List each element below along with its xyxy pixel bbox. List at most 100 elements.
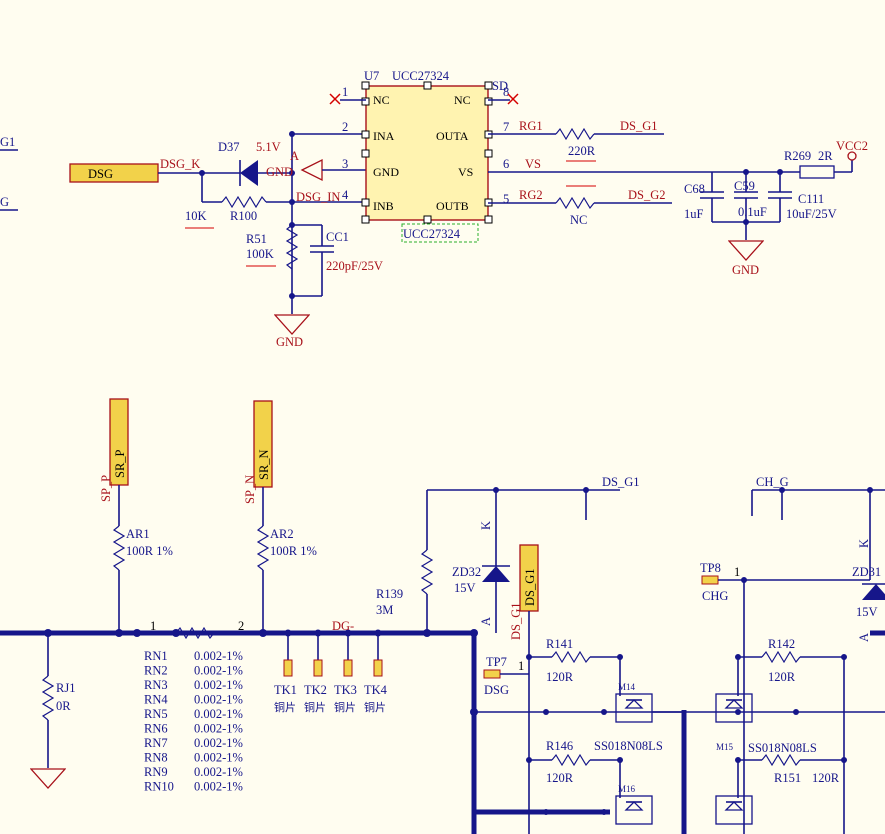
- mosfet-part-1: SS018N08LS: [594, 739, 663, 753]
- svg-text:NC: NC: [373, 93, 390, 107]
- svg-text:2: 2: [238, 619, 244, 633]
- copper-tab-ref: TK4: [364, 683, 388, 697]
- resistor-r141[interactable]: R141 120R: [529, 637, 621, 696]
- net-label-dsg-in: DSG_IN: [296, 190, 340, 204]
- shunt-value: 0.002-1%: [194, 649, 243, 663]
- copper-tab-4[interactable]: TK4 铜片: [364, 629, 388, 715]
- svg-text:5: 5: [503, 192, 509, 206]
- resistor-r100[interactable]: 10K R100: [185, 173, 292, 229]
- copper-tab-ref: TK3: [334, 683, 357, 697]
- svg-text:3M: 3M: [376, 603, 393, 617]
- svg-text:M15: M15: [716, 742, 734, 752]
- svg-text:GND: GND: [266, 165, 293, 179]
- mosfet-m14[interactable]: M14: [615, 682, 684, 723]
- ds-g1-port[interactable]: DS_G1 DS_G1: [509, 544, 539, 640]
- svg-text:RJ1: RJ1: [56, 681, 75, 695]
- left-edge-nets: G1 G: [0, 135, 18, 211]
- svg-text:2: 2: [342, 120, 348, 134]
- svg-text:ZD32: ZD32: [452, 565, 481, 579]
- shunt-ref: RN4: [144, 693, 168, 707]
- zener-d37[interactable]: D37 5.1V: [218, 140, 292, 186]
- resistor-rg1[interactable]: RG1 220R DS_G1: [488, 119, 664, 162]
- svg-text:SD: SD: [492, 79, 508, 93]
- svg-text:R51: R51: [246, 232, 267, 246]
- shunt-value: 0.002-1%: [194, 707, 243, 721]
- copper-tab-value: 铜片: [364, 700, 386, 714]
- svg-text:0R: 0R: [56, 699, 71, 713]
- shunt-ref: RN8: [144, 751, 168, 765]
- svg-text:220pF/25V: 220pF/25V: [326, 259, 383, 273]
- svg-text:120R: 120R: [812, 771, 840, 785]
- copper-tab-3[interactable]: TK3 铜片: [334, 629, 357, 715]
- shunt-ref: RN10: [144, 780, 174, 794]
- shunt-resistor[interactable]: 1 2: [150, 619, 244, 640]
- mosfet-m15[interactable]: M15: [715, 693, 753, 752]
- resistor-r146[interactable]: R146 120R: [529, 739, 621, 798]
- svg-text:CHG: CHG: [702, 589, 728, 603]
- resistor-r142[interactable]: R142 120R: [737, 637, 844, 696]
- sr-n-port[interactable]: SR_N SP_N: [243, 400, 273, 526]
- svg-text:K: K: [857, 539, 871, 548]
- svg-text:100R 1%: 100R 1%: [270, 544, 317, 558]
- svg-text:C111: C111: [798, 192, 824, 206]
- svg-text:A: A: [290, 149, 299, 163]
- svg-text:1: 1: [342, 85, 348, 99]
- svg-text:DS_G1: DS_G1: [523, 568, 537, 606]
- svg-text:100R 1%: 100R 1%: [126, 544, 173, 558]
- svg-text:1: 1: [150, 619, 156, 633]
- zener-zd32[interactable]: ZD32 15V K A: [452, 490, 510, 633]
- capacitor-cc1[interactable]: CC1 220pF/25V: [292, 224, 383, 297]
- mosfet-part-2: SS018N08LS: [748, 741, 817, 755]
- svg-text:UCC27324: UCC27324: [403, 227, 461, 241]
- mosfet-m17[interactable]: [715, 795, 753, 825]
- svg-text:7: 7: [503, 120, 509, 134]
- gnd-symbol-rj1: [30, 768, 66, 789]
- resistor-ar1[interactable]: AR1 100R 1%: [112, 525, 173, 633]
- shunt-ref: RN6: [144, 722, 168, 736]
- resistor-ar2[interactable]: AR2 100R 1%: [256, 525, 317, 633]
- resistor-r269[interactable]: R269 2R VCC2: [784, 139, 868, 179]
- net-label-ch-g: CH_G: [756, 475, 789, 489]
- svg-text:TP8: TP8: [700, 561, 721, 575]
- capacitor-bank[interactable]: C68 1uF C59 0.1uF C111 10uF/25V: [684, 169, 837, 240]
- svg-text:220R: 220R: [568, 144, 596, 158]
- net-label-dg-minus: DG-: [332, 619, 354, 633]
- svg-text:RG2: RG2: [519, 188, 543, 202]
- zener-zd31[interactable]: ZD31 15V K A: [852, 539, 885, 642]
- shunt-value: 0.002-1%: [194, 780, 243, 794]
- net-label-ds-g1-bottom: DS_G1: [602, 475, 640, 489]
- resistor-r151[interactable]: R151 120R: [737, 753, 844, 798]
- svg-text:ZD31: ZD31: [852, 565, 881, 579]
- copper-tab-value: 铜片: [334, 700, 356, 714]
- shunt-value: 0.002-1%: [194, 765, 243, 779]
- shunt-ref: RN2: [144, 664, 168, 678]
- svg-text:120R: 120R: [546, 771, 574, 785]
- svg-text:DS_G1: DS_G1: [509, 602, 523, 640]
- svg-text:RG1: RG1: [519, 119, 543, 133]
- svg-text:R100: R100: [230, 209, 257, 223]
- svg-text:K: K: [479, 521, 493, 530]
- mosfet-m16[interactable]: M16: [615, 784, 653, 825]
- sr-p-port[interactable]: SR_P SP_P: [99, 398, 129, 526]
- svg-text:120R: 120R: [546, 670, 574, 684]
- resistor-rj1[interactable]: RJ1 0R: [41, 633, 75, 768]
- copper-tab-ref: TK1: [274, 683, 297, 697]
- svg-text:R146: R146: [546, 739, 573, 753]
- svg-text:M14: M14: [618, 682, 636, 692]
- testpoint-tp8[interactable]: TP8 CHG: [700, 561, 744, 603]
- net-label-g1: G1: [0, 135, 15, 149]
- svg-text:SP_P: SP_P: [99, 475, 113, 502]
- testpoint-tp7[interactable]: TP7 DSG: [483, 655, 529, 697]
- resistor-r139[interactable]: R139 3M: [376, 490, 434, 633]
- resistor-r51[interactable]: R51 100K: [246, 224, 299, 270]
- ic-u7[interactable]: U7 UCC27324 SD UCC27324 NC INA GND INB N…: [342, 69, 509, 243]
- svg-text:3: 3: [342, 157, 348, 171]
- dsg-port[interactable]: DSG: [69, 163, 159, 183]
- resistor-rg2[interactable]: RG2 NC DS_G2: [488, 188, 672, 227]
- svg-text:8: 8: [503, 85, 509, 99]
